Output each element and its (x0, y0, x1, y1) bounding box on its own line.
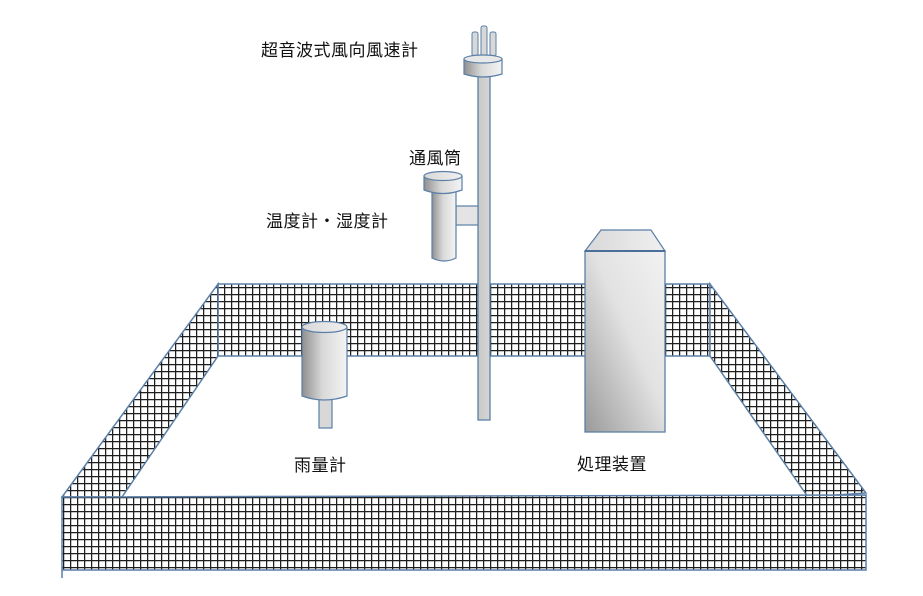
fence-left-wall (60, 281, 219, 498)
radiation-shield-icon (423, 170, 479, 262)
fence-right-wall (709, 281, 868, 498)
processing-unit-icon (583, 229, 667, 433)
label-radiation-shield: 通風筒 (409, 149, 462, 169)
label-anemometer: 超音波式風向風速計 (261, 41, 419, 61)
anemometer-icon (463, 25, 503, 78)
mast-pole (477, 74, 491, 421)
label-thermometer-hygrometer: 温度計・湿度計 (266, 212, 389, 232)
fence (60, 281, 868, 578)
rain-gauge-icon (301, 320, 348, 429)
fence-front-wall (61, 494, 867, 571)
label-processing-unit: 処理装置 (577, 455, 647, 475)
label-rain-gauge: 雨量計 (294, 456, 347, 476)
